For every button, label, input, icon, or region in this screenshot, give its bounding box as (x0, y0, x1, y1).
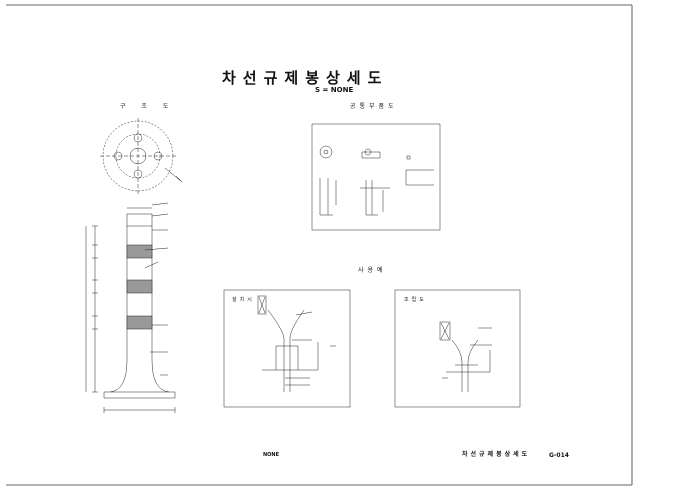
section-title-structure: 구 조 도 (120, 103, 176, 110)
footer-drawing-name: 차선규제봉상세도 (462, 451, 531, 458)
assembly-box (394, 289, 521, 408)
plan-view-circle (100, 118, 183, 194)
section-title-usage: 사용예 (358, 267, 387, 274)
usage-label-assembly: 조립도 (404, 297, 427, 303)
scale-label: S = NONE (315, 86, 354, 94)
section-title-common-parts: 공통부품도 (350, 103, 398, 110)
usage-label-install: 설치시 (232, 297, 255, 303)
footer-drawing-number: G-014 (549, 452, 569, 459)
common-parts-box (311, 123, 441, 231)
install-example-box (223, 289, 351, 408)
footer-scale-note: NONE (263, 452, 280, 458)
post-elevation (85, 202, 176, 413)
sheet-border (6, 4, 633, 486)
drawing-title: 차선규제봉상세도 (222, 69, 389, 87)
